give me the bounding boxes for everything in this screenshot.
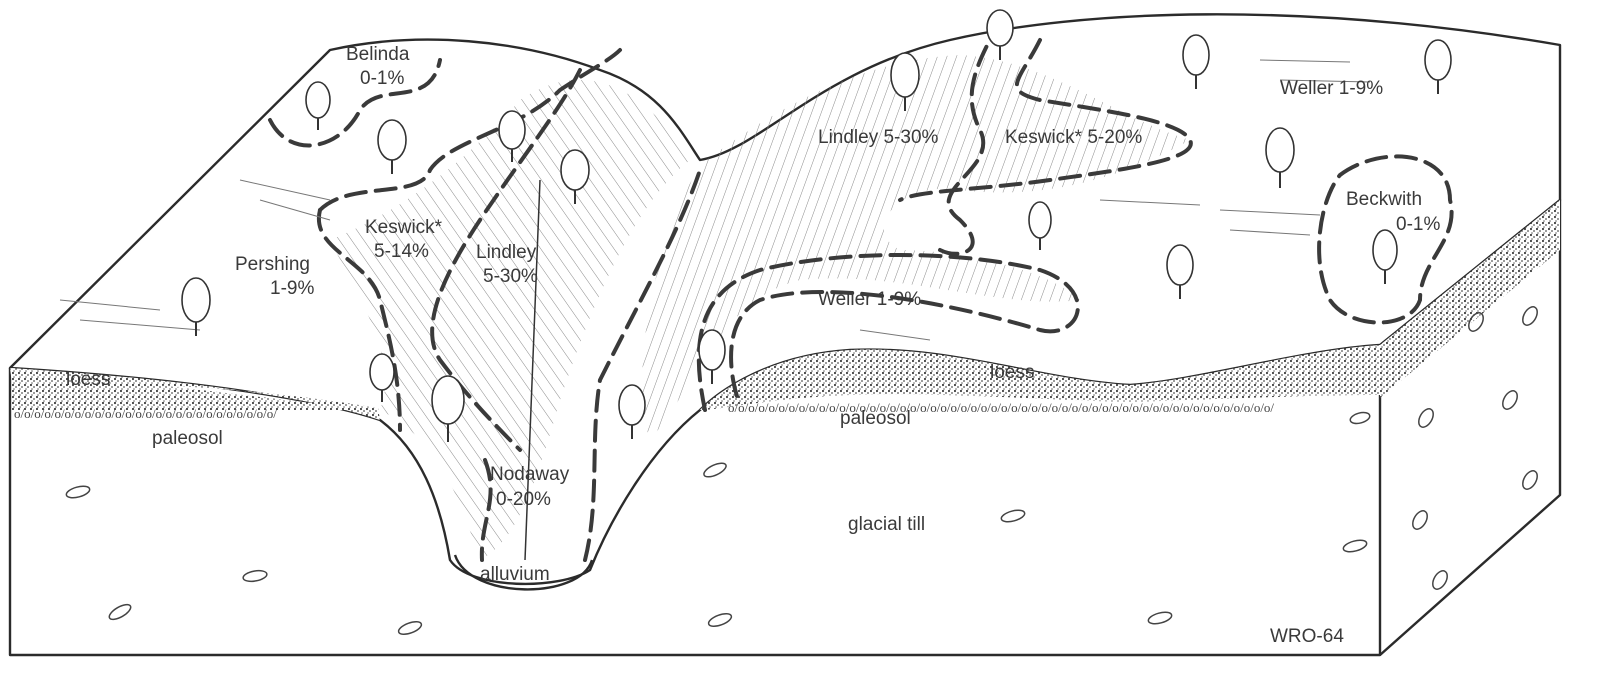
label-keswick-left: Keswick* <box>365 217 443 238</box>
paleosol-marks-right: o/o/o/o/o/o/o/o/o/o/o/o/o/o/o/o/o/o/o/o/… <box>728 400 1274 415</box>
tree-icon <box>182 278 210 336</box>
tree-icon <box>378 120 406 174</box>
tree-icon <box>1373 230 1397 284</box>
paleosol-marks-left: o/o/o/o/o/o/o/o/o/o/o/o/o/o/o/o/o/o/o/o/… <box>14 406 277 421</box>
label-pershing: Pershing <box>235 254 310 275</box>
tree-icon <box>619 385 645 439</box>
tree-icon <box>306 82 330 130</box>
tree-icon <box>1425 40 1451 94</box>
figure-id: WRO-64 <box>1270 626 1344 647</box>
label-alluvium: alluvium <box>480 564 550 585</box>
label-loess-right: loess <box>990 362 1034 383</box>
label-loess-left: loess <box>66 369 110 390</box>
label-paleosol-right: paleosol <box>840 408 911 429</box>
label-keswick-right: Keswick* 5-20% <box>1005 127 1142 148</box>
label-belinda-slope: 0-1% <box>360 68 404 89</box>
label-pershing-slope: 1-9% <box>270 278 314 299</box>
label-lindley-left-slope: 5-30% <box>483 266 538 287</box>
tree-icon <box>699 330 725 384</box>
land-surface-outline <box>10 14 1560 584</box>
tree-icon <box>1167 245 1193 299</box>
label-keswick-left-slope: 5-14% <box>374 241 429 262</box>
label-nodaway-slope: 0-20% <box>496 489 551 510</box>
label-glacial-till: glacial till <box>848 514 925 535</box>
belinda-boundary <box>270 60 440 145</box>
tree-icon <box>987 10 1013 60</box>
label-belinda: Belinda <box>346 44 410 65</box>
label-lindley-right: Lindley 5-30% <box>818 127 939 148</box>
svg-text:o/o/o/o/o/o/o/o/o/o/o/o/o/o/o/: o/o/o/o/o/o/o/o/o/o/o/o/o/o/o/o/o/o/o/o/… <box>728 400 1274 415</box>
label-nodaway: Nodaway <box>490 464 570 485</box>
tree-icon <box>1183 35 1209 89</box>
svg-text:o/o/o/o/o/o/o/o/o/o/o/o/o/o/o/: o/o/o/o/o/o/o/o/o/o/o/o/o/o/o/o/o/o/o/o/… <box>14 406 277 421</box>
label-weller-mid: Weller 1-9% <box>818 289 921 310</box>
label-beckwith-slope: 0-1% <box>1396 214 1440 235</box>
tree-icon <box>1029 202 1051 250</box>
label-weller-top: Weller 1-9% <box>1280 78 1383 99</box>
label-paleosol-left: paleosol <box>152 428 223 449</box>
label-beckwith: Beckwith <box>1346 189 1422 210</box>
label-lindley-left: Lindley <box>476 242 537 263</box>
tree-icon <box>1266 128 1294 188</box>
